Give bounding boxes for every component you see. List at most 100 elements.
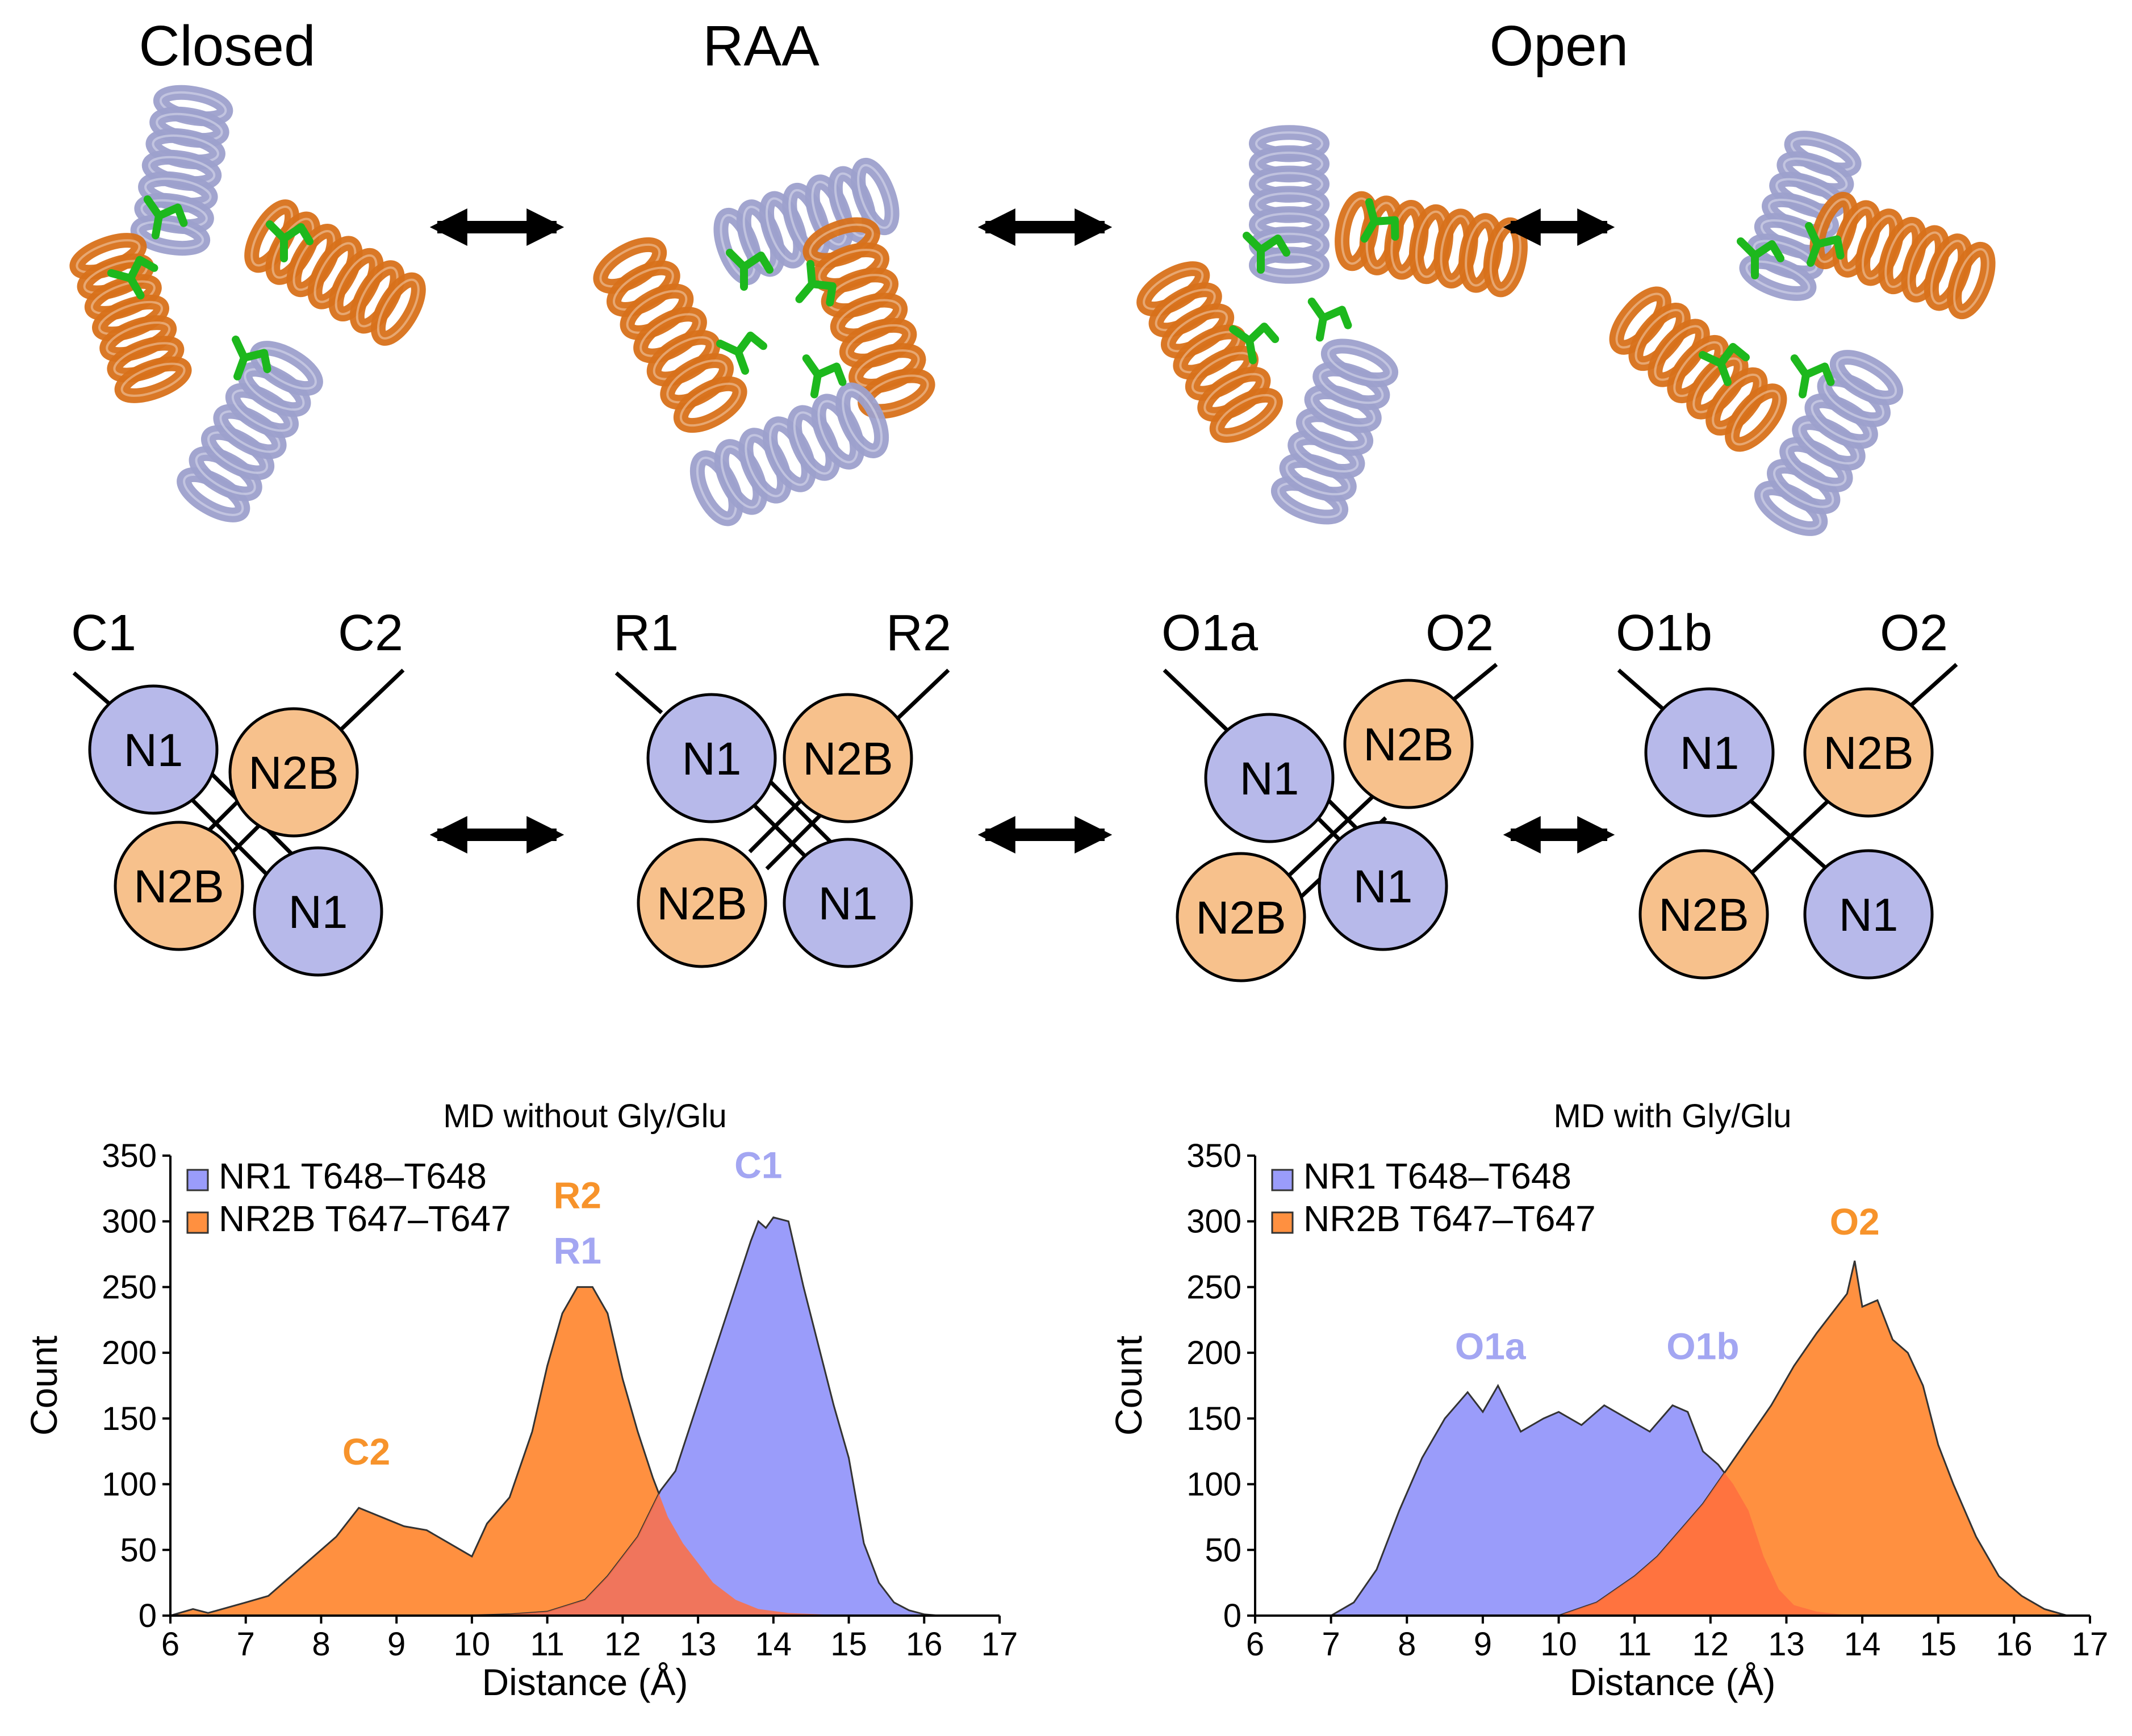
y-tick-label: 350 <box>1186 1137 1241 1174</box>
x-tick-label: 12 <box>604 1626 641 1663</box>
x-tick-label: 16 <box>906 1626 943 1663</box>
node-n1 <box>1803 849 1934 980</box>
x-tick-label: 10 <box>1540 1626 1577 1663</box>
residue-sticks <box>1698 342 1750 386</box>
schematic-open-a: O1a O2 N1 N2B N2B N1 <box>1161 605 1498 982</box>
helix-ribbon <box>1609 286 1787 452</box>
peak-label: R1 <box>554 1229 601 1271</box>
node-label: N1 <box>1839 889 1899 941</box>
node-label: N1 <box>1680 727 1740 779</box>
helix-ribbon <box>689 382 889 526</box>
helix-structures <box>69 85 1996 536</box>
residue-sticks <box>802 354 847 399</box>
node-label: N2B <box>133 861 224 913</box>
node-n1 <box>88 684 219 815</box>
x-tick-label: 11 <box>1617 1626 1652 1663</box>
state-title-raa: RAA <box>703 14 820 78</box>
helix-ribbon <box>1754 350 1904 536</box>
node-n2b <box>783 693 913 823</box>
node-n2b <box>1176 852 1306 982</box>
node-n2b <box>637 838 767 968</box>
node-n1 <box>1204 713 1335 843</box>
peak-label: C1 <box>734 1144 782 1186</box>
schematic-label-left: O1a <box>1161 605 1259 662</box>
x-tick-label: 13 <box>680 1626 717 1663</box>
node-n1 <box>1644 687 1775 818</box>
helix-ribbon <box>1335 191 1528 298</box>
y-tick-label: 50 <box>1205 1532 1241 1568</box>
residue-sticks <box>1360 198 1399 243</box>
y-tick-label: 150 <box>102 1400 157 1437</box>
residue-sticks <box>1307 298 1352 342</box>
x-axis-label: Distance (Å) <box>1569 1661 1775 1703</box>
y-tick-label: 350 <box>102 1137 157 1174</box>
node-label: N2B <box>657 878 747 930</box>
y-tick-label: 250 <box>102 1269 157 1306</box>
legend-swatch <box>1271 1169 1294 1191</box>
schematic-label-left: R1 <box>613 605 679 662</box>
residue-sticks <box>1805 221 1845 267</box>
x-tick-label: 13 <box>1768 1626 1805 1663</box>
residue-sticks <box>726 249 774 291</box>
x-tick-label: 7 <box>237 1626 255 1663</box>
node-label: N2B <box>1195 892 1286 944</box>
residue-sticks <box>1737 237 1784 279</box>
y-tick-label: 300 <box>102 1203 157 1240</box>
node-label: N1 <box>124 725 183 776</box>
node-label: N1 <box>818 878 878 930</box>
helix-ribbon <box>69 233 192 403</box>
node-label: N1 <box>289 886 348 938</box>
helix-ribbon <box>1136 261 1283 443</box>
y-tick-label: 0 <box>139 1597 157 1634</box>
y-tick-label: 150 <box>1186 1400 1241 1437</box>
node-n2b <box>114 821 244 951</box>
helix-ribbon <box>802 217 935 419</box>
node-label: N1 <box>1353 861 1413 913</box>
y-axis-label: Count <box>1107 1336 1149 1436</box>
peak-label: R2 <box>554 1174 601 1216</box>
node-label: N2B <box>1823 727 1914 779</box>
legend-label: NR2B T647–T647 <box>1303 1198 1596 1239</box>
node-n2b <box>1803 687 1934 818</box>
node-n1 <box>646 693 777 823</box>
x-tick-label: 15 <box>830 1626 867 1663</box>
node-n2b <box>1343 679 1474 809</box>
residue-sticks <box>232 335 271 380</box>
schematic-label-right: C2 <box>338 605 403 662</box>
y-tick-label: 200 <box>1186 1335 1241 1371</box>
peak-label: O1a <box>1455 1325 1527 1367</box>
node-n2b <box>1638 849 1769 980</box>
x-tick-label: 6 <box>1246 1626 1264 1663</box>
series-area <box>464 1216 939 1617</box>
x-tick-label: 12 <box>1692 1626 1729 1663</box>
x-tick-label: 8 <box>1398 1626 1416 1663</box>
legend-label: NR1 T648–T648 <box>219 1156 487 1197</box>
node-n2b <box>228 707 359 838</box>
residue-sticks <box>1790 354 1835 399</box>
schematic-label-right: O2 <box>1880 605 1948 662</box>
schematic-open-b: O1b O2 N1 N2B N2B N1 <box>1616 605 1958 980</box>
x-tick-label: 11 <box>530 1626 565 1663</box>
node-n1 <box>253 846 383 977</box>
y-tick-label: 50 <box>120 1532 157 1568</box>
x-tick-label: 10 <box>454 1626 491 1663</box>
legend-label: NR1 T648–T648 <box>1303 1156 1571 1197</box>
node-label: N2B <box>802 733 893 785</box>
y-tick-label: 200 <box>102 1335 157 1371</box>
legend-swatch <box>1271 1211 1294 1234</box>
schematic-label-left: C1 <box>71 605 136 662</box>
x-axis-label: Distance (Å) <box>482 1661 688 1703</box>
residue-sticks <box>1229 323 1280 365</box>
node-n1 <box>783 838 913 968</box>
node-label: N2B <box>1658 889 1749 941</box>
helix-ribbon <box>130 85 233 256</box>
x-tick-label: 17 <box>981 1626 1018 1663</box>
x-tick-label: 14 <box>1844 1626 1881 1663</box>
schematic-closed: C1 C2 N1 N2B N2B N1 <box>71 605 405 977</box>
helix-ribbon <box>1739 131 1862 301</box>
peak-label: C2 <box>342 1430 390 1473</box>
y-axis-label: Count <box>23 1336 65 1436</box>
